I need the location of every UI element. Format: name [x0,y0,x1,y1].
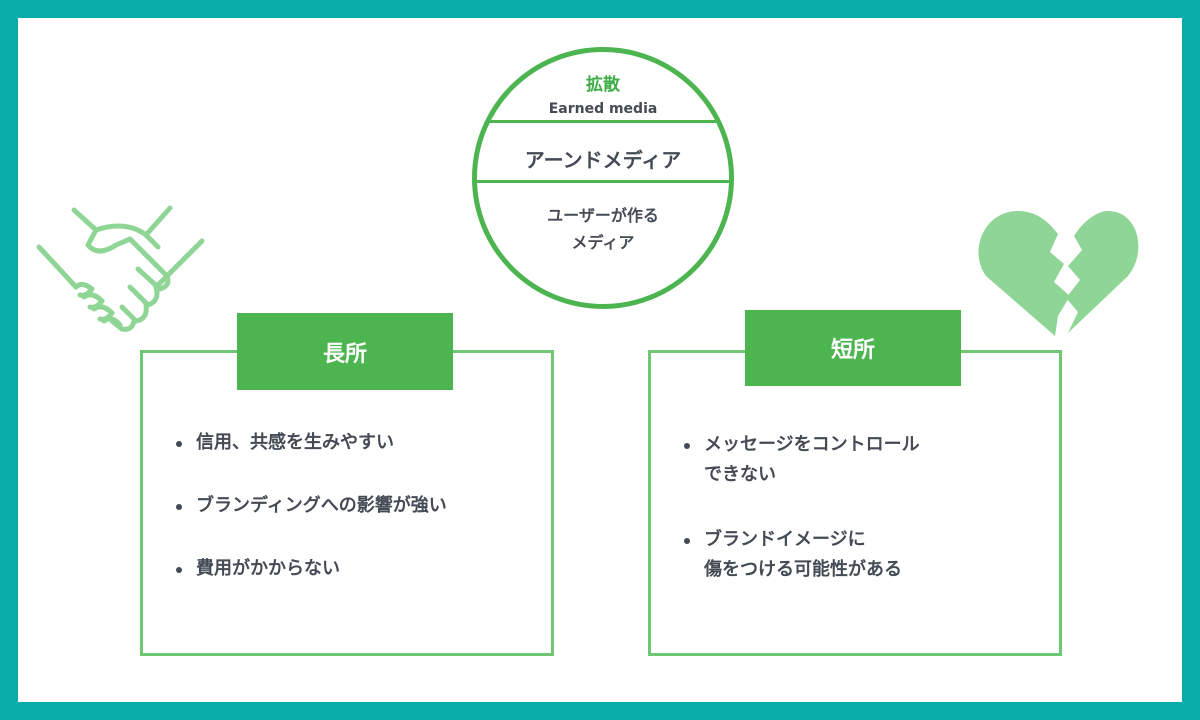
earned-media-circle: 拡散 Earned media アーンドメディア ユーザーが作る メディア [472,47,734,309]
circle-divider-top [477,120,729,123]
circle-label-en: Earned media [548,101,658,117]
circle-label-bottom: ユーザーが作る メディア [547,206,659,252]
cons-title: 短所 [745,310,961,386]
list-item: 信用、共感を生みやすい [174,428,534,458]
pros-list: 信用、共感を生みやすい ブランディングへの影響が強い 費用がかからない [174,428,534,584]
list-item: ブランドイメージに 傷をつける可能性がある [682,525,1032,585]
handshake-icon [36,205,205,332]
cons-list: メッセージをコントロール できない ブランドイメージに 傷をつける可能性がある [682,430,1032,585]
circle-label-main: アーンドメディア [524,148,682,172]
pros-box [140,350,554,656]
list-item: 費用がかからない [174,554,534,584]
list-item: ブランディングへの影響が強い [174,491,534,521]
pros-title: 長所 [237,313,453,390]
circle-label-top: 拡散 [586,75,620,95]
circle-divider-bottom [477,180,729,183]
broken-heart-icon [978,211,1139,336]
list-item: メッセージをコントロール できない [682,430,1032,490]
